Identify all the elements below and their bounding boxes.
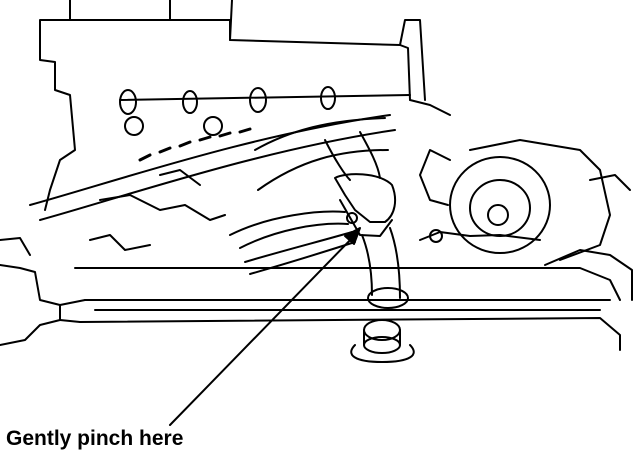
oil-pan (0, 249, 633, 351)
callout-label: Gently pinch here (6, 427, 184, 450)
pliers-and-clamp (229, 173, 397, 275)
block-bolts (119, 86, 336, 136)
engine-block (39, 0, 451, 211)
leader-arrow (169, 227, 361, 426)
engine-details (0, 169, 631, 256)
lower-hose (361, 227, 409, 309)
pulley (419, 139, 611, 261)
drain-plug (350, 319, 415, 363)
upper-hose (254, 117, 389, 191)
timing-belt (29, 114, 396, 221)
